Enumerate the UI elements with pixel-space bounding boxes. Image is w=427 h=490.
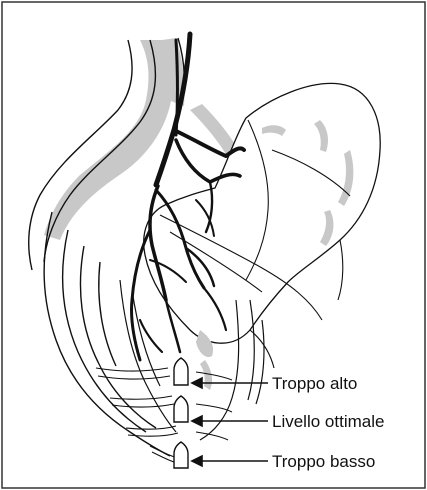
marker-too-low — [174, 442, 188, 468]
marker-too-high — [174, 358, 188, 385]
label-too-low: Troppo basso — [272, 452, 375, 471]
label-optimal: Livello ottimale — [272, 412, 384, 431]
label-too-high: Troppo alto — [272, 374, 357, 393]
marker-optimal — [174, 396, 188, 422]
